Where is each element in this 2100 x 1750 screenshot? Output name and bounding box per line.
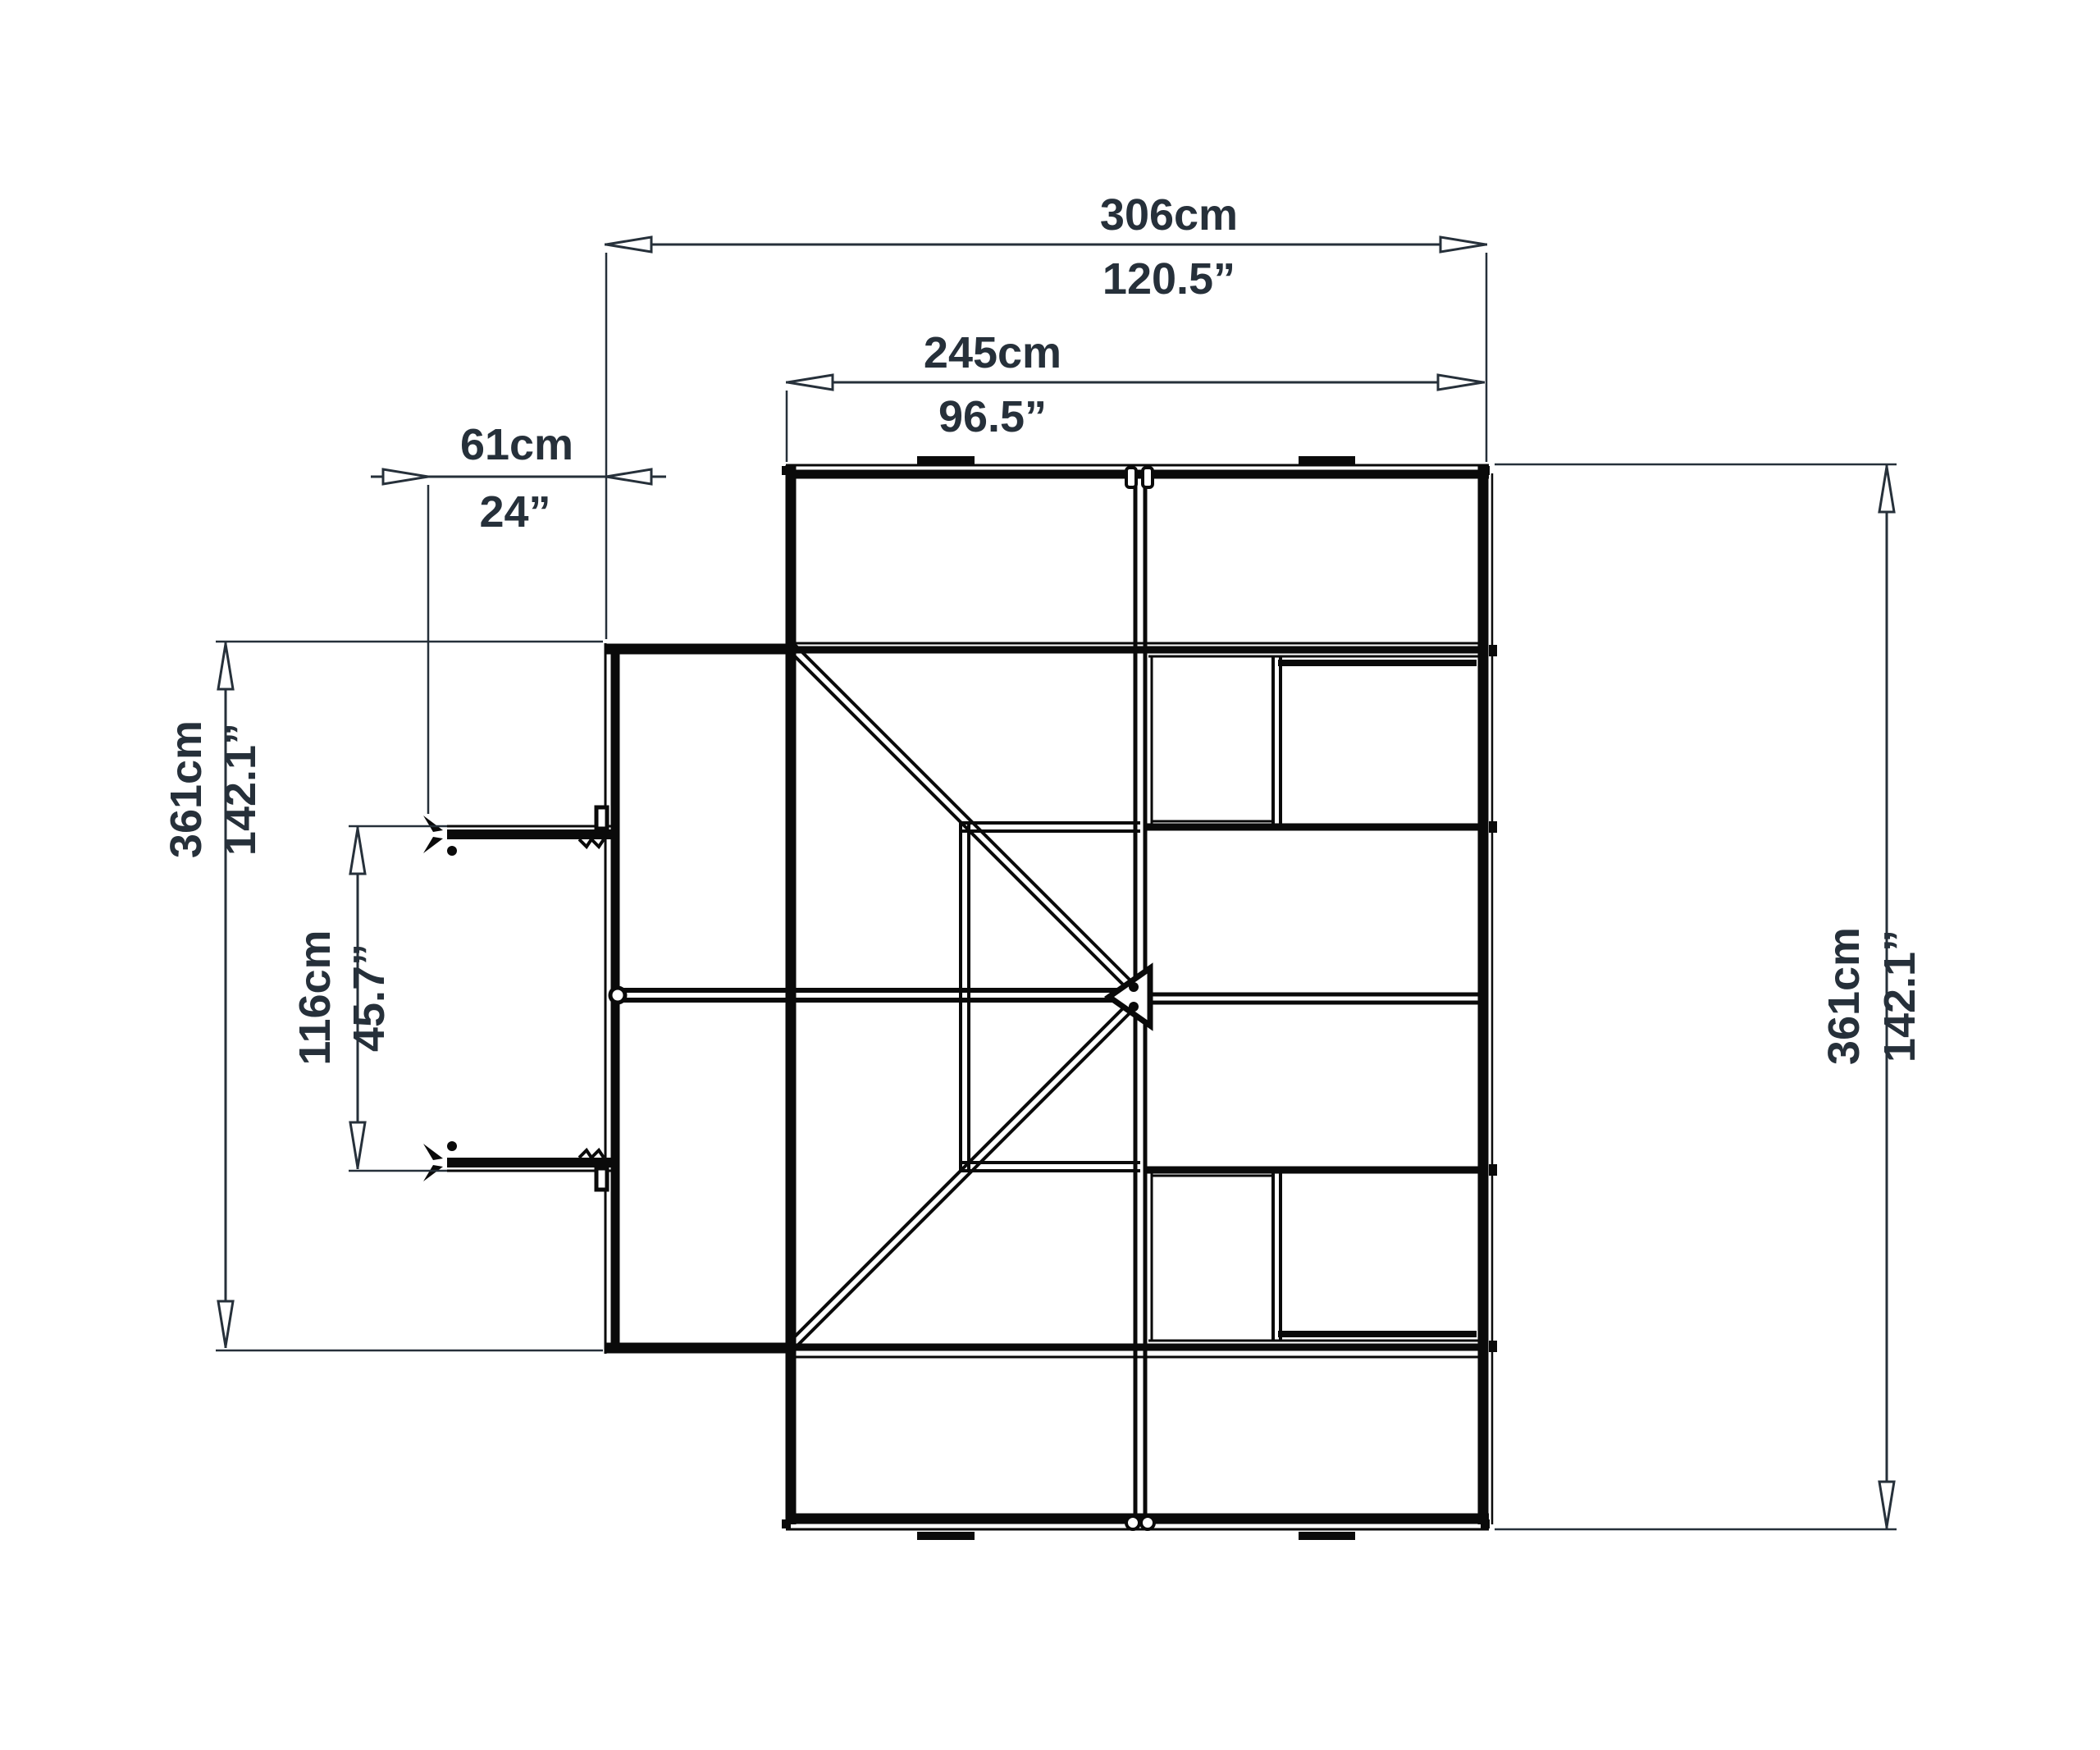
lower-vent-arm xyxy=(423,1141,614,1192)
arrowhead-down-icon xyxy=(349,1121,367,1168)
upper-arm-hinge-plate xyxy=(594,805,609,831)
right-wall-clip-3 xyxy=(1489,1164,1497,1176)
greenhouse-frame xyxy=(423,456,1497,1540)
beam-end-cap xyxy=(608,985,628,1005)
dim-label-cm: 61cm xyxy=(460,420,573,469)
center-gusset-plate xyxy=(1103,962,1153,1031)
ridge-top-cap-b xyxy=(1141,466,1154,489)
arrowhead-up-icon xyxy=(217,643,235,691)
dim-label-in: 45.7” xyxy=(345,944,394,1052)
lower-arm-teeth xyxy=(578,1147,605,1161)
dimension-main-body-width: 245cm 96.5” xyxy=(785,328,1485,462)
gusset-triangle xyxy=(1103,962,1153,1031)
dimension-overall-width: 306cm 120.5” xyxy=(605,190,1488,639)
dim-label-in: 142.1” xyxy=(1875,930,1924,1062)
right-lower-panels xyxy=(1145,1166,1483,1342)
upper-hip-line-a xyxy=(791,641,1132,982)
arrowhead-down-icon xyxy=(1878,1480,1896,1528)
arrowhead-right-icon xyxy=(381,468,429,486)
dimension-vent-opening: 116cm 45.7” xyxy=(290,825,447,1172)
gusset-bolt-bottom xyxy=(1129,1002,1139,1012)
upper-hip-line-b xyxy=(785,647,1126,988)
corner-bolt-br xyxy=(1481,1519,1490,1528)
right-upper-panels xyxy=(1145,655,1483,831)
arrowhead-up-icon xyxy=(349,828,367,875)
dim-label-cm: 116cm xyxy=(290,930,340,1065)
arrowhead-left-icon xyxy=(605,235,653,254)
dim-label-in: 96.5” xyxy=(938,392,1047,441)
lower-arm-hinge-plate xyxy=(594,1166,609,1192)
hip-roof-diagonals xyxy=(785,641,1132,1352)
upper-vent-arm xyxy=(423,805,614,856)
middle-beam xyxy=(608,985,1483,1005)
dim-label-cm: 361cm xyxy=(1819,927,1869,1065)
upper-arm-break-mark-b xyxy=(423,837,443,853)
dim-label-cm: 361cm xyxy=(162,720,211,858)
lower-hip-line-a xyxy=(791,1011,1132,1352)
lower-arm-break-mark-b xyxy=(423,1144,443,1160)
gusset-bolt-top xyxy=(1129,982,1139,992)
upper-arm-break-mark-a xyxy=(423,816,443,832)
arrowhead-left-icon xyxy=(605,468,653,486)
upper-arm-teeth xyxy=(578,836,605,850)
lower-arm-pin xyxy=(447,1141,457,1151)
arrowhead-right-icon xyxy=(1439,235,1486,254)
dimension-side-extension: 61cm 24” xyxy=(371,420,666,814)
dim-label-in: 24” xyxy=(479,487,550,537)
dim-label-in: 120.5” xyxy=(1102,254,1235,304)
corner-bolt-tr xyxy=(1481,466,1490,475)
arrowhead-right-icon xyxy=(1436,373,1484,391)
corner-bolt-tl xyxy=(782,466,791,475)
upper-arm-pin xyxy=(447,846,457,856)
edge-clips xyxy=(782,456,1497,1540)
ridge-bottom-cap-b xyxy=(1139,1515,1156,1531)
dim-label-in: 142.1” xyxy=(216,723,265,856)
dim-label-cm: 245cm xyxy=(924,328,1061,377)
dimension-right-depth: 361cm 142.1” xyxy=(1495,463,1924,1531)
lower-arm-break-mark-a xyxy=(423,1165,443,1181)
right-wall-clip-2 xyxy=(1489,821,1497,833)
arrowhead-up-icon xyxy=(1878,466,1896,514)
ridge-bottom-cap-a xyxy=(1125,1515,1141,1531)
right-wall-clip-4 xyxy=(1489,1341,1497,1352)
lower-hip-line-b xyxy=(785,1005,1126,1346)
arrowhead-down-icon xyxy=(217,1300,235,1347)
ridge-top-cap-a xyxy=(1125,466,1138,489)
arrowhead-left-icon xyxy=(787,373,834,391)
roof-vent-panel xyxy=(959,821,1140,1172)
right-wall-clip-1 xyxy=(1489,645,1497,656)
corner-bolt-bl xyxy=(782,1519,791,1528)
dim-label-cm: 306cm xyxy=(1100,190,1238,240)
dimension-left-depth: 361cm 142.1” xyxy=(162,640,603,1352)
